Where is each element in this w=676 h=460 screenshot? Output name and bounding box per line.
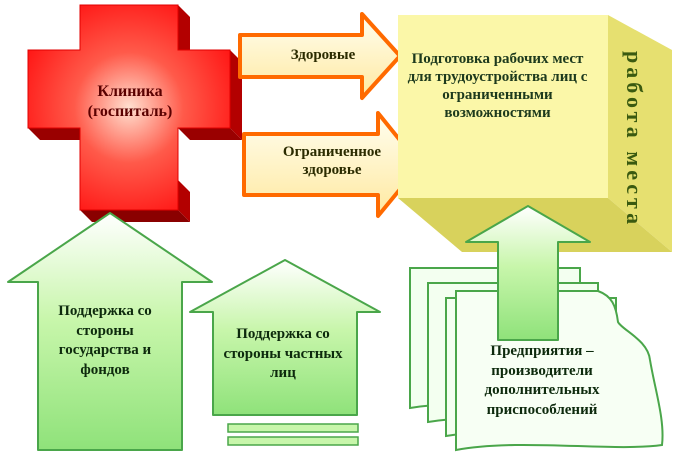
workplace-cube [398, 15, 672, 252]
arrow-state-shape [7, 212, 213, 451]
arrow-state-label: Поддержка со стороны государства и фондо… [58, 303, 152, 378]
arrow-private-label: Поддержка со стороны частных лиц [223, 326, 343, 381]
arrow-healthy-shape [238, 12, 402, 100]
private-bar-1 [227, 423, 359, 433]
cube-side-label: работа места [622, 51, 647, 229]
clinic-label: Клиника (госпиталь) [87, 83, 173, 120]
private-bar-2 [227, 436, 359, 446]
arrow-enterprise-up [465, 205, 591, 341]
cube-front-label: Подготовка рабочих мест для трудоустройс… [407, 51, 588, 121]
enterprises-label: Предприятия – производители дополнительн… [484, 343, 600, 418]
arrow-limited-label: Ограниченное здоровье [282, 144, 382, 178]
arrow-healthy-label: Здоровые [290, 47, 356, 63]
arrow-private-shape [189, 259, 381, 446]
